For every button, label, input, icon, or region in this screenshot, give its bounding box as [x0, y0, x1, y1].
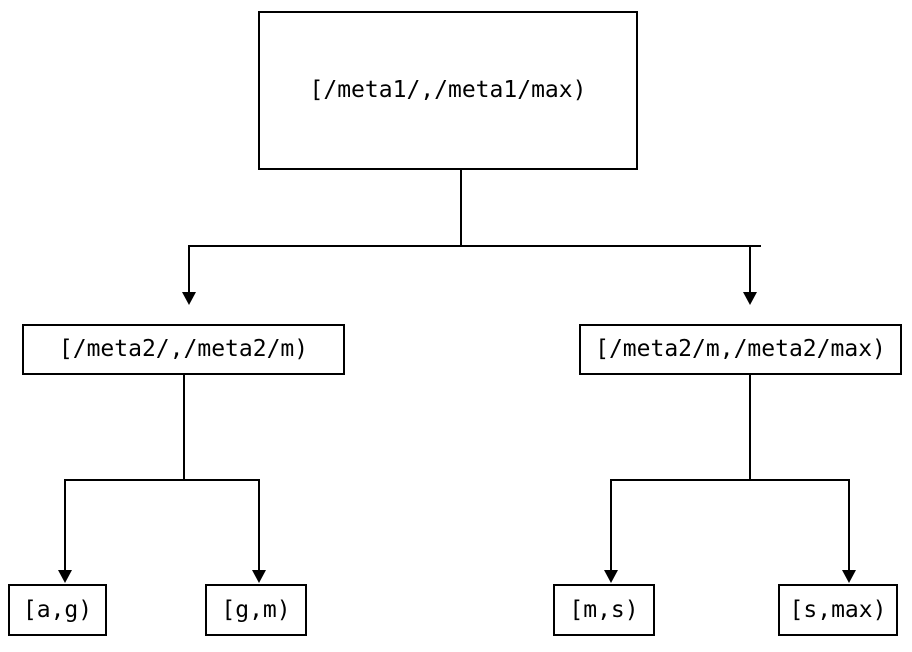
edge-mid-left-to-leaf-0: [64, 479, 66, 571]
edge-root-to-mid-left: [188, 245, 190, 293]
arrowhead-to-leaf-1-icon: [252, 570, 266, 583]
node-leaf-2[interactable]: [m,s): [553, 584, 655, 636]
node-leaf-1-label: [g,m): [221, 596, 291, 623]
arrowhead-to-mid-left-icon: [182, 292, 196, 305]
node-leaf-0-label: [a,g): [22, 596, 93, 623]
edge-mid-left-horizontal-bar: [64, 479, 260, 481]
edge-root-stem: [460, 170, 462, 246]
edge-mid-right-horizontal-bar: [610, 479, 850, 481]
node-root-label: [/meta1/,/meta1/max): [309, 77, 587, 103]
edge-mid-left-to-leaf-1: [258, 479, 260, 571]
edge-mid-left-stem: [183, 375, 185, 481]
edge-mid-right-stem: [749, 375, 751, 481]
node-mid-left[interactable]: [/meta2/,/meta2/m): [22, 324, 345, 375]
edge-root-horizontal-bar: [188, 245, 761, 247]
node-mid-left-label: [/meta2/,/meta2/m): [58, 336, 309, 362]
node-leaf-1[interactable]: [g,m): [205, 584, 307, 636]
node-root[interactable]: [/meta1/,/meta1/max): [258, 11, 638, 170]
node-leaf-2-label: [m,s): [569, 596, 639, 623]
edge-mid-right-to-leaf-3: [848, 479, 850, 571]
arrowhead-to-leaf-3-icon: [842, 570, 856, 583]
arrowhead-to-leaf-2-icon: [604, 570, 618, 583]
edge-mid-right-to-leaf-2: [610, 479, 612, 571]
edge-root-to-mid-right: [749, 245, 751, 293]
node-leaf-0[interactable]: [a,g): [8, 584, 107, 636]
arrowhead-to-mid-right-icon: [743, 292, 757, 305]
arrowhead-to-leaf-0-icon: [58, 570, 72, 583]
node-mid-right-label: [/meta2/m,/meta2/max): [595, 336, 886, 362]
node-leaf-3-label: [s,max): [789, 596, 887, 623]
node-leaf-3[interactable]: [s,max): [778, 584, 898, 636]
node-mid-right[interactable]: [/meta2/m,/meta2/max): [579, 324, 902, 375]
